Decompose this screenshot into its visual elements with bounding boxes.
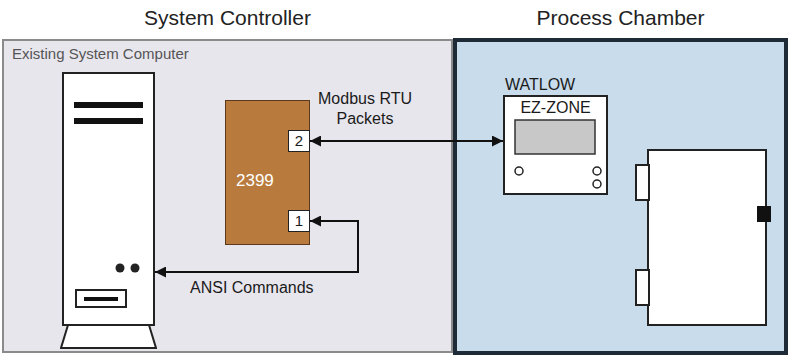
brand-label: WATLOW [505,75,575,94]
control-button [593,167,601,175]
device-number: 2399 [236,171,274,191]
interface-box: 2399 2 1 [225,100,310,245]
connection-label: Modbus RTU Packets [309,89,421,129]
tower-base [61,325,156,348]
slot-opening [84,297,118,301]
panel-layer [3,40,786,353]
door-hinge [636,270,649,305]
connection-label: ANSI Commands [190,278,340,298]
signal-connector [310,140,503,142]
indicator-light [116,264,125,273]
door-handle [757,206,771,222]
port-number: 2 [289,131,309,150]
computer-node: Existing System Computer [60,72,157,350]
model-label: EZ-ZONE [505,98,606,117]
door-hinge [636,165,649,200]
display-screen [515,120,595,154]
control-button [515,167,523,175]
chamber-door [648,150,766,325]
port-box: 2 [288,130,310,152]
panel-region: System ControllerExisting System Compute… [3,40,452,352]
control-button [593,180,601,188]
panel-heading: Process Chamber [455,5,786,30]
panel-outline [3,40,452,352]
indicator-light [131,264,140,273]
media-slot [76,290,126,307]
panel-outline [455,40,786,353]
port-number: 1 [289,211,309,230]
computer-label: Existing System Computer [12,45,189,63]
computer-tower [60,72,157,350]
tower-body [63,73,154,325]
drive-bay [74,102,143,108]
panel-region: Process ChamberWATLOWEZ-ZONE [455,40,786,353]
controller-box: WATLOWEZ-ZONE [503,95,608,195]
drive-bay [74,118,143,124]
panel-heading: System Controller [3,5,452,30]
port-box: 1 [288,210,310,232]
